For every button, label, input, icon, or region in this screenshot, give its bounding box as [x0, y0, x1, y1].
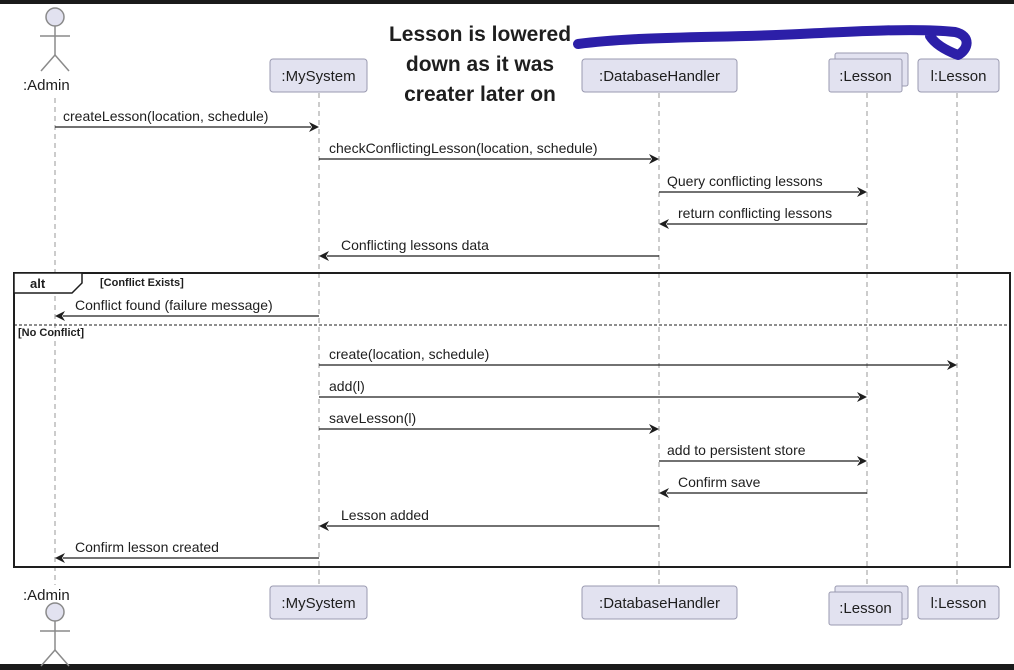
lifelines [54, 93, 958, 585]
message: Conflict found (failure message) [55, 297, 319, 321]
message-label: Conflicting lessons data [341, 237, 489, 253]
participant-label: l:Lesson [931, 595, 987, 612]
participant-label: :Admin [23, 587, 70, 604]
top-edge [0, 0, 1014, 4]
alt-guard-2: [No Conflict] [18, 327, 84, 339]
participant-admin-bottom[interactable]: :Admin [23, 587, 70, 667]
message: Confirm lesson created [55, 539, 319, 563]
messages: createLesson(location, schedule) checkCo… [55, 108, 957, 563]
participant-label: l:Lesson [931, 68, 987, 85]
message: createLesson(location, schedule) [55, 108, 319, 132]
message-label: Confirm lesson created [75, 539, 219, 555]
participant-mysystem-top[interactable]: :MySystem [269, 58, 368, 93]
participant-mysystem-bottom[interactable]: :MySystem [269, 585, 368, 620]
participant-label: :MySystem [281, 68, 355, 85]
participant-box [828, 58, 903, 93]
message-label: Confirm save [678, 474, 761, 490]
alt-tab [13, 272, 83, 294]
message-label: add to persistent store [667, 442, 806, 458]
annotation-line-2: down as it was [406, 53, 554, 76]
message-label: Conflict found (failure message) [75, 297, 273, 313]
message-label: createLesson(location, schedule) [63, 108, 268, 124]
message-label: Lesson added [341, 507, 429, 523]
participant-box [269, 585, 368, 620]
participant-label: :Lesson [839, 68, 892, 85]
annotation-line-3: creater later on [404, 83, 556, 106]
annotation-arrow-stroke [573, 25, 972, 60]
annotation-line-1: Lesson is lowered [389, 23, 571, 46]
message: return conflicting lessons [659, 205, 867, 229]
participant-lessons-top[interactable]: :Lesson [828, 52, 909, 93]
participant-box [269, 58, 368, 93]
message-label: saveLesson(l) [329, 410, 416, 426]
participant-label: :Lesson [839, 600, 892, 617]
message: checkConflictingLesson(location, schedul… [319, 140, 659, 164]
participant-box [917, 585, 1000, 620]
alt-guard-1: [Conflict Exists] [100, 277, 184, 289]
message-label: return conflicting lessons [678, 205, 832, 221]
alt-keyword: alt [30, 276, 46, 291]
participant-lesson-top[interactable]: l:Lesson [917, 58, 1000, 93]
alt-fragment: alt [Conflict Exists] [No Conflict] [13, 272, 1011, 568]
participant-label: :DatabaseHandler [599, 595, 720, 612]
message-label: checkConflictingLesson(location, schedul… [329, 140, 597, 156]
participant-label: :MySystem [281, 595, 355, 612]
message: Query conflicting lessons [659, 173, 867, 197]
message: add(l) [319, 378, 867, 402]
participant-admin-top[interactable]: :Admin [23, 7, 70, 94]
message: add to persistent store [659, 442, 867, 466]
message: saveLesson(l) [319, 410, 659, 434]
participant-box [581, 58, 738, 93]
participant-dbhandler-top[interactable]: :DatabaseHandler [581, 58, 738, 93]
message: Lesson added [319, 507, 659, 531]
bottom-edge [0, 664, 1014, 670]
message: Confirm save [659, 474, 867, 498]
participant-dbhandler-bottom[interactable]: :DatabaseHandler [581, 585, 738, 620]
message: create(location, schedule) [319, 346, 957, 370]
participant-box [581, 585, 738, 620]
message-label: Query conflicting lessons [667, 173, 823, 189]
participant-box [828, 591, 903, 626]
participant-lessons-bottom[interactable]: :Lesson [828, 585, 909, 626]
participant-label: :DatabaseHandler [599, 68, 720, 85]
alt-frame [13, 272, 1011, 568]
message-label: add(l) [329, 378, 365, 394]
handwritten-annotation: Lesson is lowered down as it was creater… [389, 23, 972, 106]
actor-icon [40, 7, 70, 72]
participant-label: :Admin [23, 77, 70, 94]
actor-icon [40, 602, 70, 667]
participant-lesson-bottom[interactable]: l:Lesson [917, 585, 1000, 620]
message-label: create(location, schedule) [329, 346, 489, 362]
message: Conflicting lessons data [319, 237, 659, 261]
